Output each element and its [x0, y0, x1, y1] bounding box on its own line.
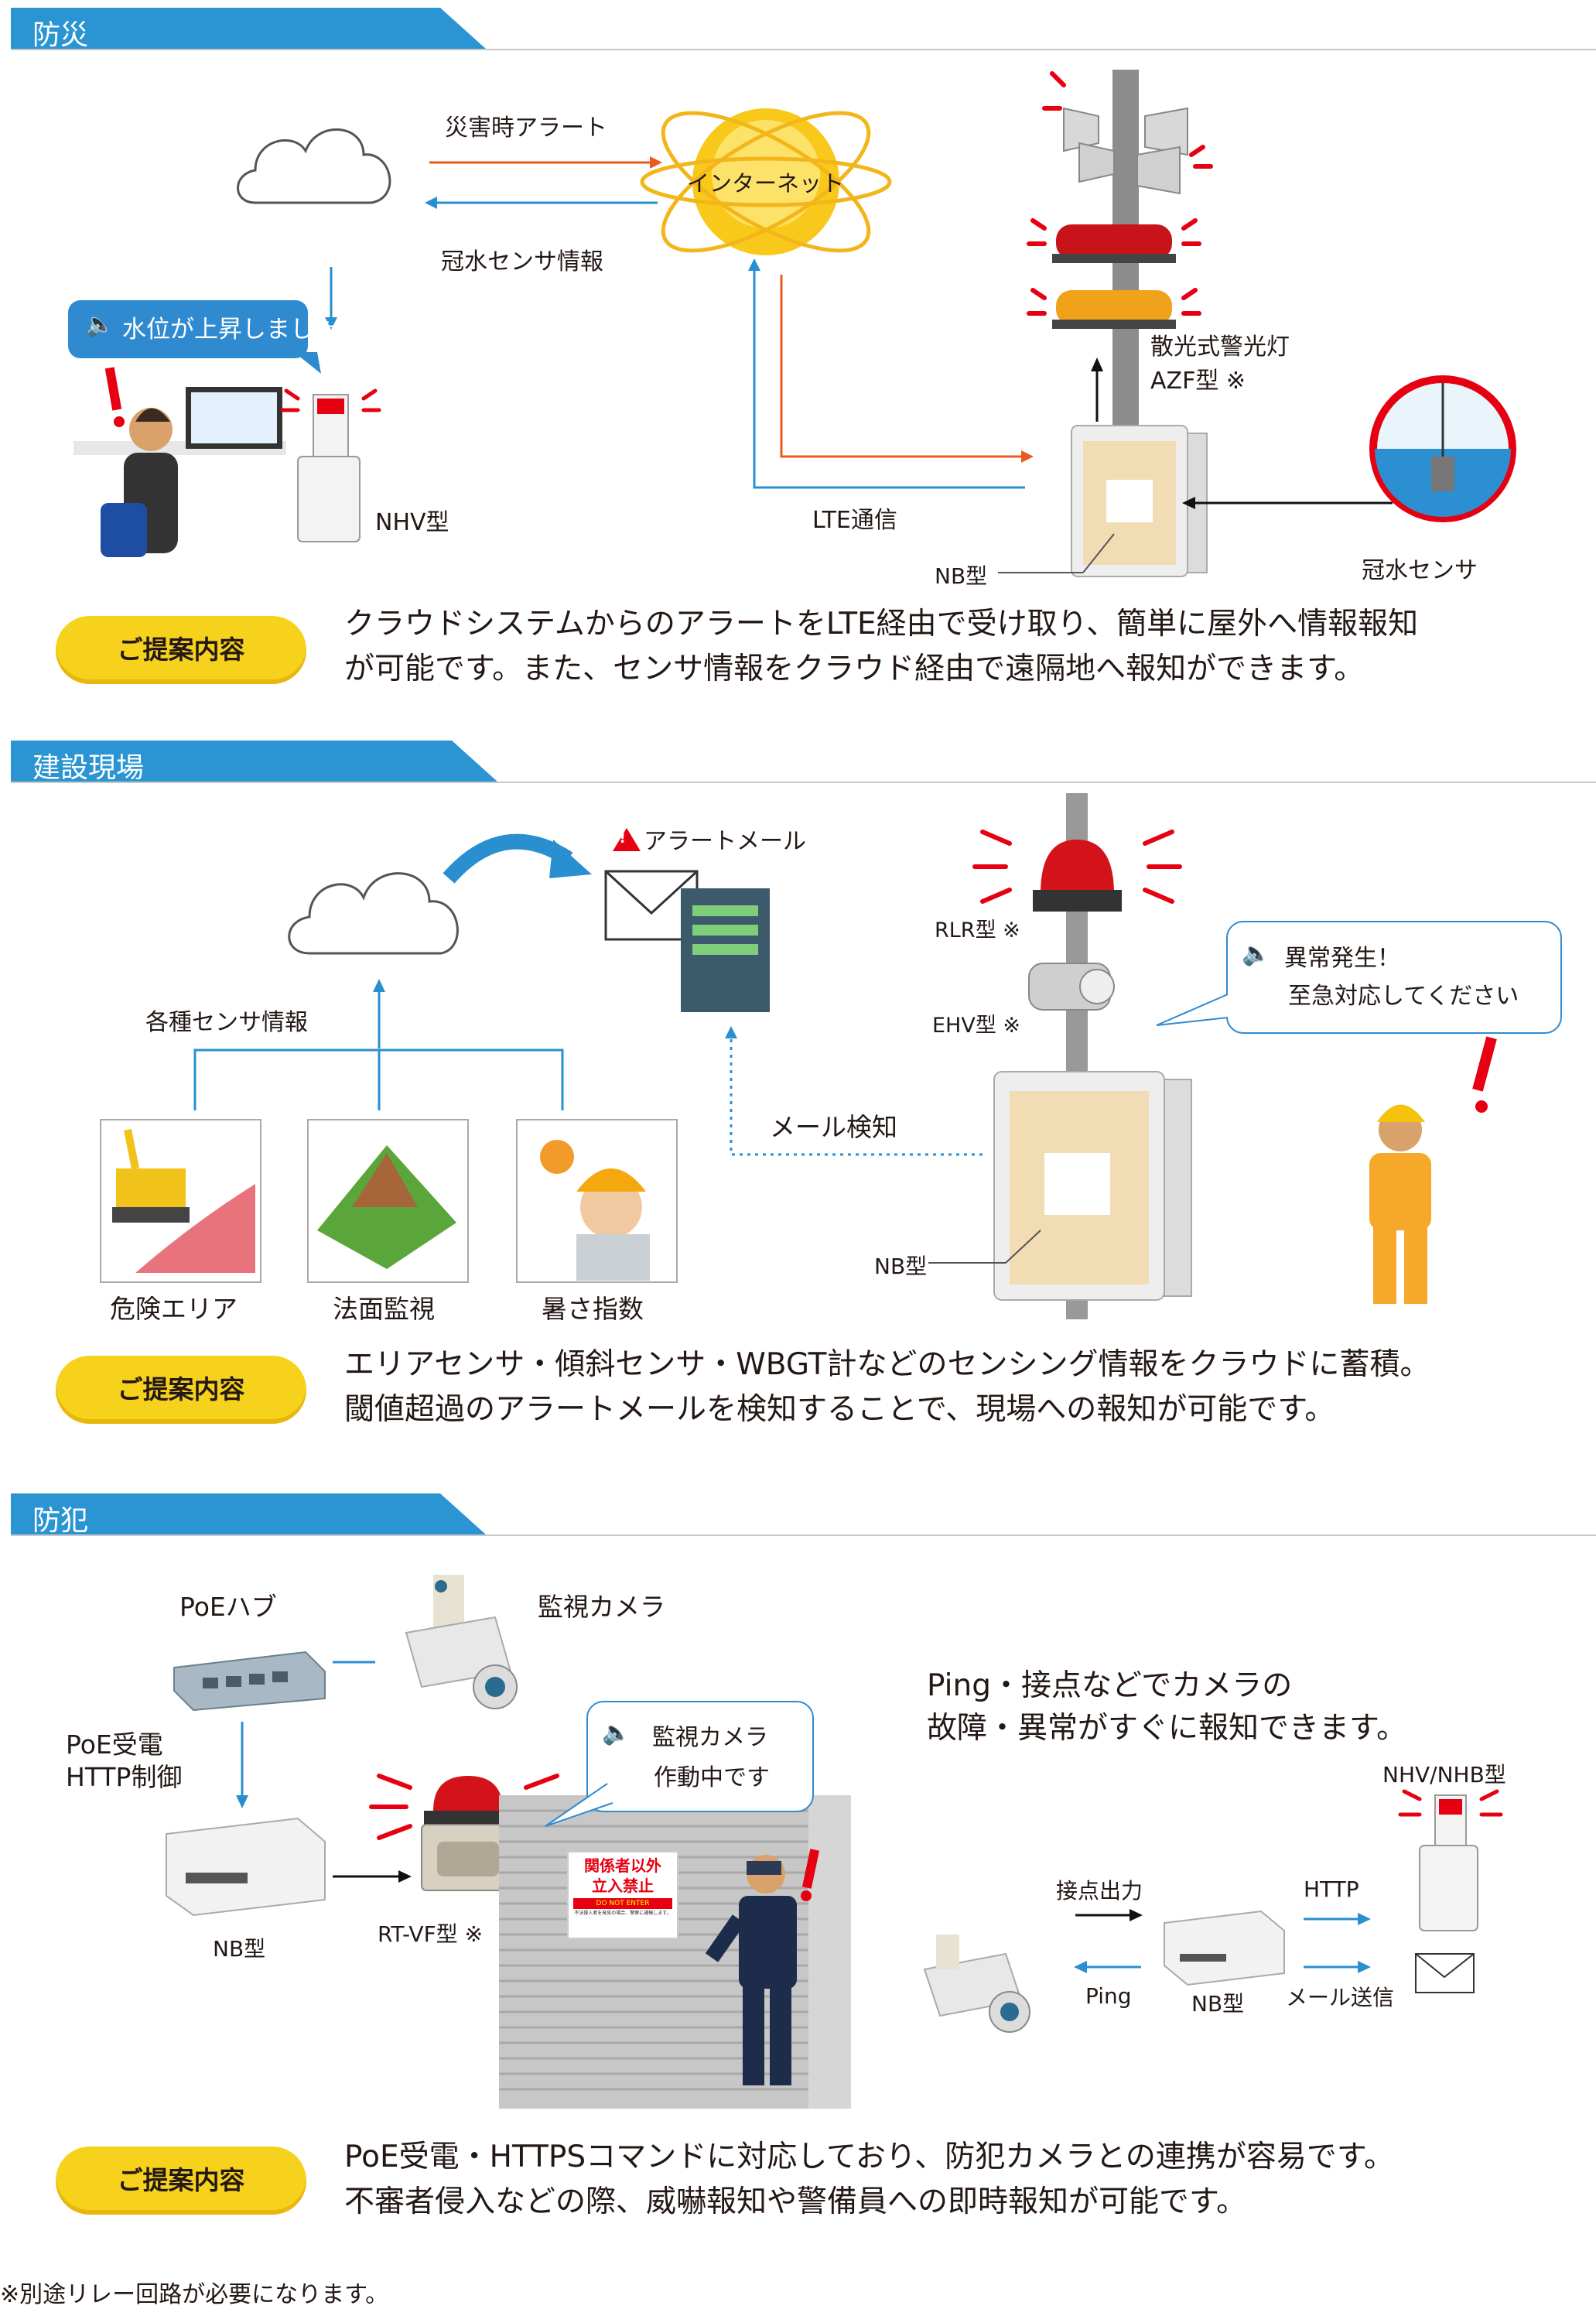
divider	[11, 1534, 1596, 1536]
nb-label: NB型	[935, 563, 988, 589]
bubble-tail	[1156, 994, 1229, 1026]
sign-line: 関係者以外	[584, 1856, 661, 1875]
warning-light-label: 散光式警光灯	[1150, 334, 1290, 361]
section-title: 防災	[32, 19, 89, 51]
speech-text: 水位が上昇しました	[122, 316, 338, 344]
ping-label: Ping	[1085, 1983, 1132, 2009]
bubble-tail	[294, 352, 321, 374]
section-title: 防犯	[32, 1505, 89, 1537]
mail-send-label: メール送信	[1286, 1985, 1395, 2010]
speech-text: 異常発生！	[1284, 945, 1400, 972]
rlr-label: RLR型 ※	[935, 919, 1020, 942]
divider	[11, 782, 1596, 783]
speech-text: 作動中です	[654, 1764, 770, 1791]
mail-detect-label: メール検知	[770, 1112, 897, 1142]
camera-label: 監視カメラ	[538, 1592, 665, 1622]
section-header-crime: 防犯	[11, 1493, 490, 1537]
proposal-line: PoE受電・HTTPSコマンドに対応しており、防犯カメラとの連携が容易です。	[344, 2140, 1395, 2174]
speech-bubble	[68, 300, 308, 358]
speech-text: 至急対応してください	[1288, 983, 1519, 1010]
proposal-button[interactable]: ご提案内容	[56, 1356, 306, 1424]
sign-line: DO NOT ENTER	[573, 1898, 672, 1909]
cloud-icon	[237, 128, 391, 204]
cloud-icon	[288, 872, 459, 955]
nhv-nhb-label: NHV/NHB型	[1382, 1762, 1506, 1787]
poe-power-label: PoE受電	[66, 1729, 163, 1760]
internet-label: インターネット	[687, 170, 845, 197]
speech-text: 監視カメラ	[652, 1724, 768, 1751]
flood-sensor-label: 冠水センサ	[1362, 557, 1478, 584]
ehv-label: EHV型 ※	[932, 1014, 1021, 1038]
nb-label: NB型	[213, 1936, 266, 1962]
speaker-icon: 🔈	[1242, 940, 1271, 967]
sign-line: 立入禁止	[592, 1876, 654, 1895]
speaker-icon: 🔈	[85, 311, 114, 338]
poe-hub-label: PoEハブ	[179, 1592, 277, 1622]
no-entry-sign: 関係者以外 立入禁止 DO NOT ENTER 不法侵入者を発見の場合、警察に通…	[567, 1851, 678, 1939]
nb-label: NB型	[1191, 1991, 1245, 2017]
speech-bubble	[586, 1701, 814, 1812]
proposal-button[interactable]: ご提案内容	[56, 2147, 306, 2215]
sign-line: 不法侵入者を発見の場合、警察に通報します。	[574, 1911, 672, 1916]
contact-output-label: 接点出力	[1056, 1878, 1143, 1904]
speaker-icon: 🔈	[602, 1719, 631, 1746]
slope-label: 法面監視	[333, 1294, 435, 1324]
mail-icon	[1415, 1953, 1475, 1993]
info-text: Ping・接点などでカメラの	[927, 1668, 1293, 1703]
proposal-line: クラウドシステムからのアラートをLTE経由で受け取り、簡単に屋外へ情報報知	[344, 607, 1419, 641]
section-header-construction: 建設現場	[11, 741, 506, 784]
nhv-label: NHV型	[375, 509, 449, 536]
rtvf-label: RT-VF型 ※	[378, 1921, 484, 1947]
construction-diagram	[100, 793, 1497, 1319]
bubble-tail	[545, 1783, 613, 1827]
proposal-line: 不審者侵入などの際、威嚇報知や警備員への即時報知が可能です。	[344, 2184, 1247, 2219]
disaster-diagram	[73, 70, 1516, 577]
crime-diagram	[166, 1575, 1503, 2109]
heat-label: 暑さ指数	[542, 1294, 644, 1324]
alert-mail-label: アラートメール	[644, 828, 806, 855]
nb-label: NB型	[874, 1254, 928, 1279]
divider	[11, 49, 1596, 50]
cloud-alert-label: 災害時アラート	[445, 115, 607, 142]
proposal-line: エリアセンサ・傾斜センサ・WBGT計などのセンシング情報をクラウドに蓄積。	[344, 1347, 1430, 1382]
danger-area-label: 危険エリア	[110, 1294, 238, 1324]
http-control-label: HTTP制御	[66, 1762, 183, 1792]
section-title: 建設現場	[32, 752, 145, 784]
lte-label: LTE通信	[812, 507, 897, 534]
info-text: 故障・異常がすぐに報知できます。	[927, 1711, 1407, 1746]
proposal-line: 閾値超過のアラートメールを検知することで、現場への報知が可能です。	[344, 1392, 1335, 1427]
alert-icon: !	[619, 828, 627, 847]
warning-light-model: AZF型 ※	[1150, 368, 1246, 395]
sensor-info-label: 冠水センサ情報	[441, 248, 603, 275]
speech-bubble	[1226, 921, 1562, 1034]
sensor-info-label: 各種センサ情報	[145, 1009, 308, 1036]
section-header-disaster: 防災	[11, 8, 490, 51]
proposal-button[interactable]: ご提案内容	[56, 616, 306, 684]
footnote: ※別途リレー回路が必要になります。	[0, 2281, 389, 2308]
http-label: HTTP	[1304, 1876, 1359, 1902]
proposal-line: が可能です。また、センサ情報をクラウド経由で遠隔地へ報知ができます。	[344, 652, 1365, 686]
